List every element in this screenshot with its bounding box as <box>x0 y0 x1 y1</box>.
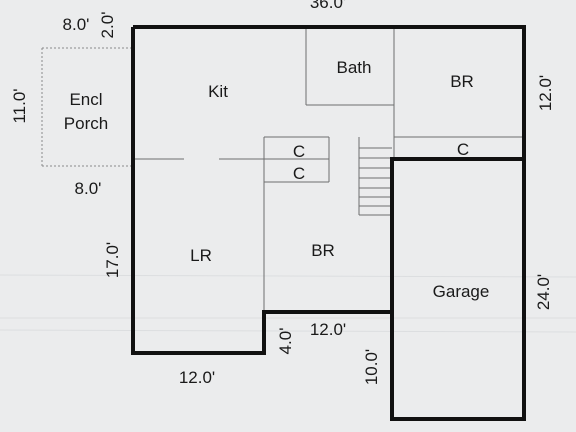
stairs <box>359 147 392 207</box>
room-label-garage: Garage <box>433 282 490 301</box>
porch-outline <box>41 47 133 167</box>
room-label-living-room: LR <box>190 246 212 265</box>
interior-walls <box>133 27 524 312</box>
dim-step-width: 12.0' <box>310 320 346 339</box>
room-label-porch-line1: Encl <box>69 90 102 109</box>
dim-br-depth: 12.0' <box>536 75 555 111</box>
dim-top-width: 36.0' <box>310 0 346 12</box>
room-label-bath: Bath <box>337 58 372 77</box>
dim-garage-wall: 10.0' <box>362 349 381 385</box>
dim-garage-depth: 24.0' <box>534 274 553 310</box>
room-label-closet-3: C <box>457 140 469 159</box>
room-label-closet-2: C <box>293 164 305 183</box>
dim-lr-bottom: 12.0' <box>179 368 215 387</box>
garage-wall <box>390 157 526 421</box>
room-label-kitchen: Kit <box>208 82 228 101</box>
room-label-bedroom-upper: BR <box>450 72 474 91</box>
dim-lr-height: 17.0' <box>103 242 122 278</box>
dim-porch-offset: 2.0' <box>98 12 117 39</box>
paper-texture <box>0 274 576 333</box>
room-label-closet-1: C <box>293 142 305 161</box>
room-label-bedroom-lower: BR <box>311 241 335 260</box>
dim-step-height: 4.0' <box>276 328 295 355</box>
dim-porch-bottom: 8.0' <box>75 179 102 198</box>
room-label-porch-line2: Porch <box>64 114 108 133</box>
dim-porch-top: 8.0' <box>63 15 90 34</box>
dim-porch-height: 11.0' <box>10 88 29 123</box>
